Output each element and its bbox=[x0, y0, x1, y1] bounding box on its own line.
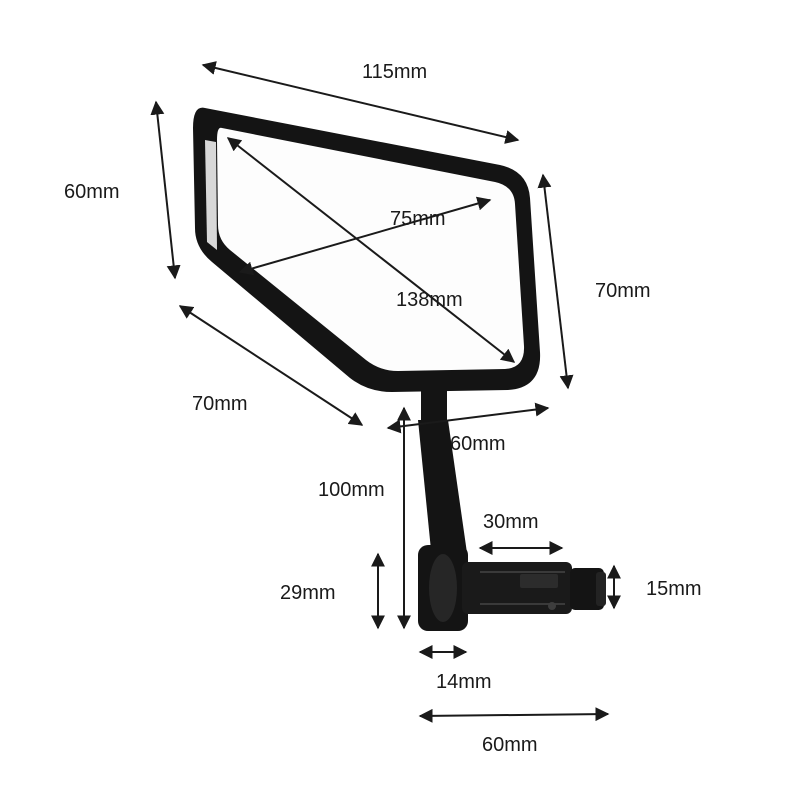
label-collar-width: 14mm bbox=[436, 671, 492, 693]
label-lower-left-edge: 70mm bbox=[192, 393, 248, 415]
arrow-top-width bbox=[201, 61, 520, 144]
label-top-width: 115mm bbox=[362, 61, 427, 83]
arrow-left-height bbox=[150, 100, 181, 280]
label-clamp-body: 30mm bbox=[483, 511, 539, 533]
arrow-long-diagonal bbox=[226, 137, 516, 363]
label-left-height: 60mm bbox=[64, 181, 120, 203]
label-plug-diameter: 15mm bbox=[646, 578, 702, 600]
arrow-total-bar-length bbox=[418, 707, 610, 723]
label-bottom-width: 60mm bbox=[450, 433, 506, 455]
arrow-lower-left-edge bbox=[178, 305, 364, 426]
arrow-right-height bbox=[537, 173, 574, 390]
dimension-arrows bbox=[150, 61, 621, 723]
glass-edge-shade bbox=[205, 140, 217, 250]
label-arm-length: 100mm bbox=[318, 479, 385, 501]
label-long-diagonal: 138mm bbox=[396, 289, 463, 311]
label-total-bar-length: 60mm bbox=[482, 734, 538, 756]
mirror-arm bbox=[418, 420, 468, 560]
label-clamp-height: 29mm bbox=[280, 582, 336, 604]
end-plug bbox=[570, 568, 604, 610]
collar-cap bbox=[429, 554, 457, 622]
arrow-bottom-width bbox=[386, 402, 550, 434]
label-right-height: 70mm bbox=[595, 280, 651, 302]
dimension-labels: 115mm 60mm 75mm 138mm 70mm 70mm 60mm 100… bbox=[64, 61, 702, 756]
label-short-diagonal: 75mm bbox=[390, 208, 446, 230]
